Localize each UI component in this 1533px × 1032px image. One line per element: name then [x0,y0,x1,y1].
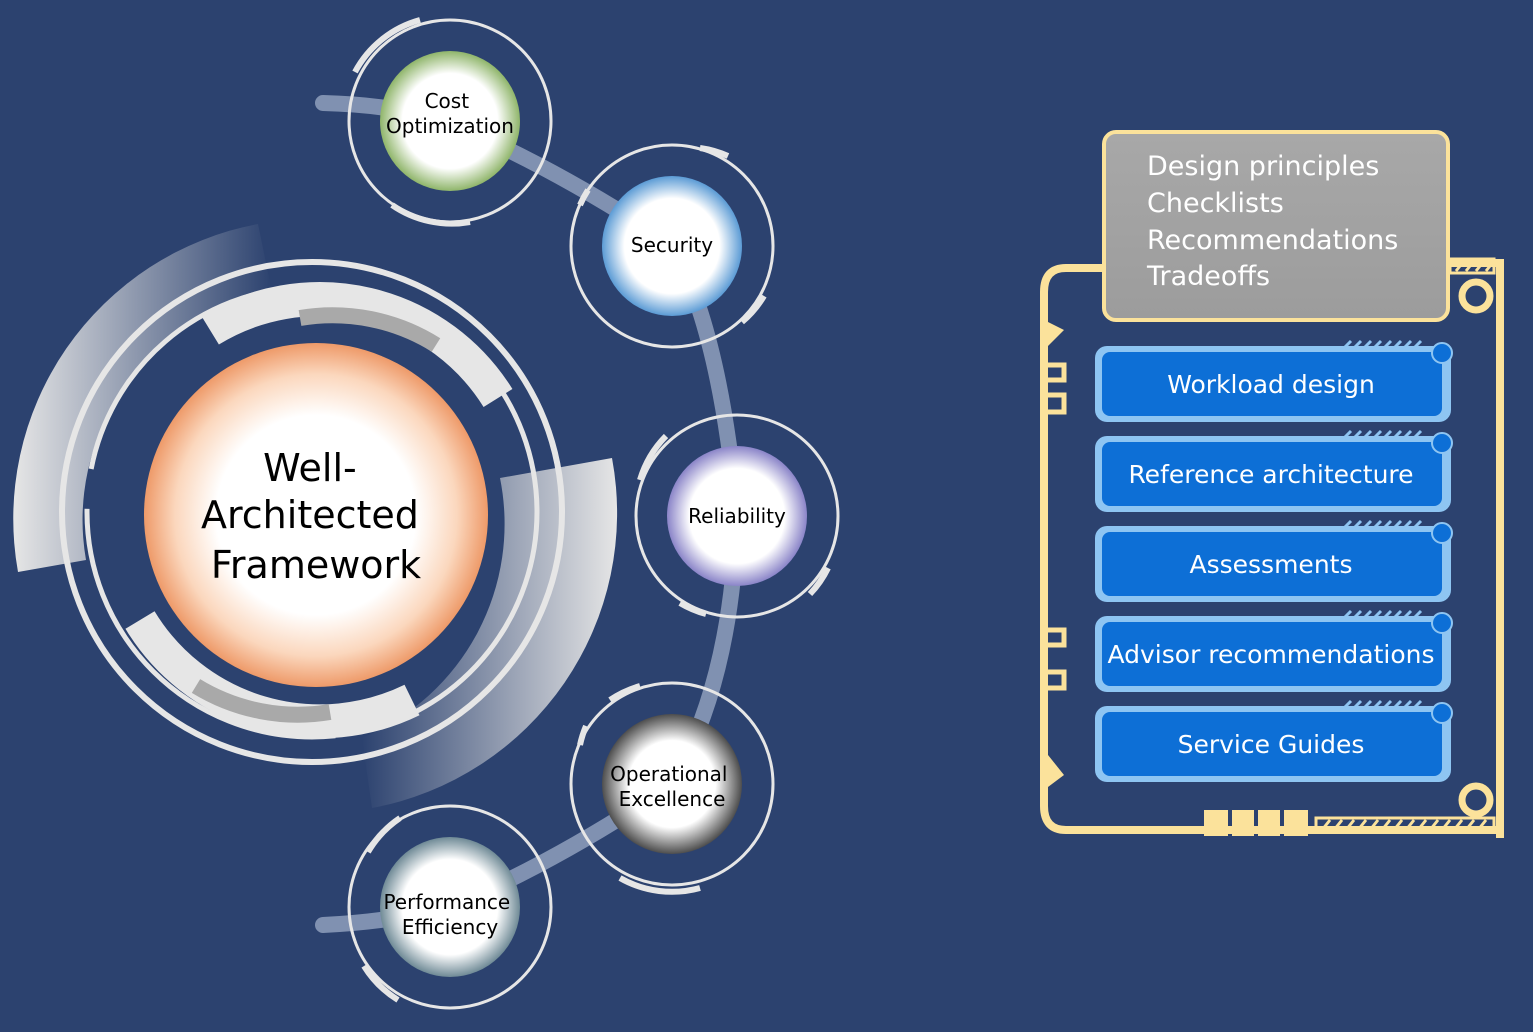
pillar-cost-label-1: Cost [425,89,470,113]
pillar-ops-label-2: Excellence [619,787,726,811]
framework-title-line-2: Architected [201,493,419,537]
resource-label-workload-design: Workload design [1167,370,1375,399]
pillar-reliability[interactable]: Reliability [634,413,840,619]
pillar-cost-label-2: Optimization [386,114,514,138]
svg-text:Operational Excellence: Operational Excellence [610,762,734,811]
framework-rings [13,224,618,808]
pillar-perf-label-2: Efficiency [402,915,499,939]
guidance-item-checklists: Checklists [1147,188,1284,219]
resource-label-service-guides: Service Guides [1178,730,1365,759]
framework-title-line-3: Framework [211,543,421,587]
pillar-operational-excellence[interactable]: Operational Excellence [569,681,775,895]
pillar-cost-optimization[interactable]: Cost Optimization [347,17,553,227]
resource-button-workload-design[interactable]: Workload design [1095,339,1453,422]
resource-button-service-guides[interactable]: Service Guides [1095,699,1453,782]
resource-label-advisor-recommendations: Advisor recommendations [1107,640,1434,669]
pillar-security-label: Security [631,233,713,257]
framework-title-line-1: Well- [263,446,357,490]
pillar-ops-label-1: Operational [610,762,727,786]
svg-text:Performance Efficiency: Performance Efficiency [383,890,516,939]
guidance-header-box: Design principles Checklists Recommendat… [1102,130,1450,322]
resource-button-reference-architecture[interactable]: Reference architecture [1095,429,1453,512]
resource-panel-frame [1040,257,1504,838]
framework-title: Well- Architected Framework [201,446,431,587]
outer-arc-right [362,458,618,808]
pillar-reliability-label: Reliability [688,504,786,528]
svg-text:Design principles Checkl: Design principles Checklists Recommendat… [1146,151,1407,292]
resource-label-assessments: Assessments [1190,550,1353,579]
pillar-perf-label-1: Performance [383,890,510,914]
guidance-item-tradeoffs: Tradeoffs [1146,261,1270,292]
pillar-security[interactable]: Security [569,143,775,349]
resource-label-reference-architecture: Reference architecture [1128,460,1413,489]
guidance-item-design-principles: Design principles [1147,151,1379,182]
framework-center-disk [144,343,488,687]
resource-button-assessments[interactable]: Assessments [1095,519,1453,602]
guidance-item-recommendations: Recommendations [1147,225,1398,256]
pillar-performance-efficiency[interactable]: Performance Efficiency [347,804,553,1010]
resource-button-advisor-recommendations[interactable]: Advisor recommendations [1095,609,1453,692]
svg-text:Cost Optimization: Cost Optimization [386,89,514,138]
